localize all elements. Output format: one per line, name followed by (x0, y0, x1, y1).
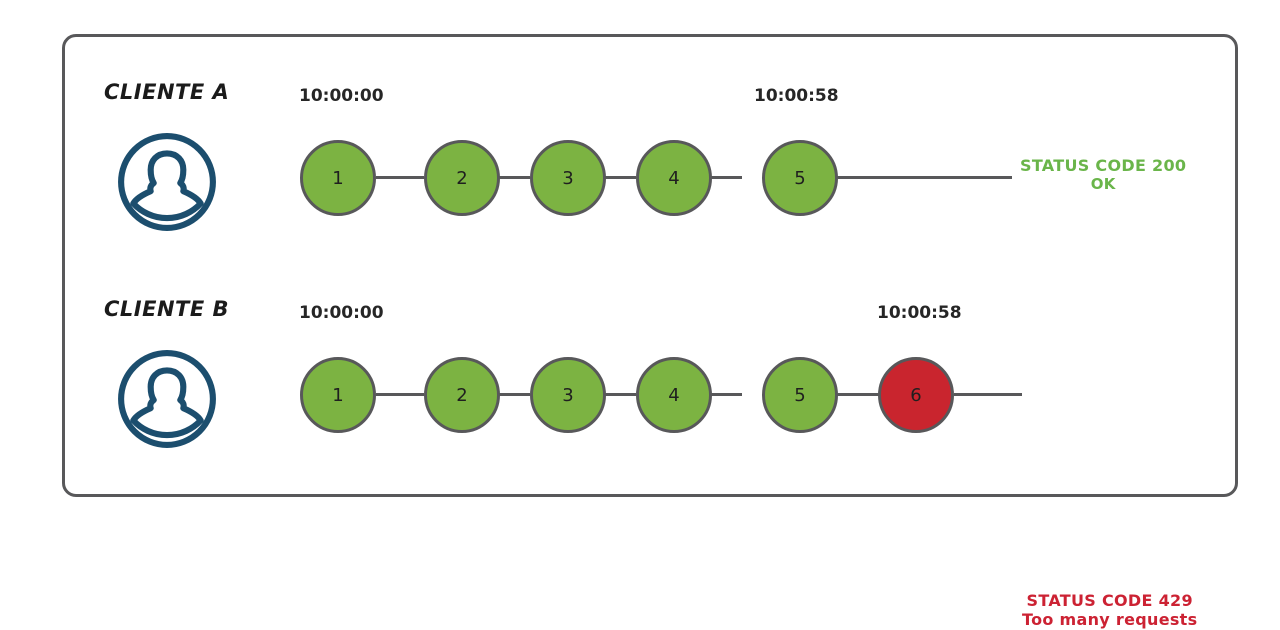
timestamp-end: 10:00:58 (754, 86, 839, 106)
connector-trailing (800, 176, 1012, 179)
status-message-b: STATUS CODE 429 Too many requests (1022, 591, 1198, 630)
connector-3-4 (588, 393, 636, 396)
request-number: 2 (456, 167, 468, 189)
timestamp-start: 10:00:00 (299, 86, 384, 106)
connector-1-2 (376, 176, 424, 179)
request-number: 1 (332, 167, 344, 189)
request-node[interactable]: 4 (636, 357, 712, 433)
status-message-a: STATUS CODE 200 OK (1020, 156, 1187, 194)
request-node[interactable]: 1 (300, 140, 376, 216)
status-code-line: STATUS CODE 429 (1026, 591, 1193, 610)
status-text-line: Too many requests (1022, 609, 1198, 629)
connector-trailing (954, 393, 1022, 396)
request-node[interactable]: 4 (636, 140, 712, 216)
user-avatar-icon (116, 348, 218, 450)
request-number: 5 (794, 167, 806, 189)
connector-5-6 (800, 393, 880, 396)
connector-2-3 (482, 176, 530, 179)
timestamp-start: 10:00:00 (299, 303, 384, 323)
request-node[interactable]: 5 (762, 357, 838, 433)
client-a-label: CLIENTE A (104, 80, 230, 104)
request-node[interactable]: 2 (424, 140, 500, 216)
request-node[interactable]: 1 (300, 357, 376, 433)
diagram-frame (62, 34, 1238, 497)
request-number: 1 (332, 384, 344, 406)
request-number: 4 (668, 167, 680, 189)
status-text-line: OK (1090, 174, 1116, 193)
request-node[interactable]: 3 (530, 140, 606, 216)
request-number: 2 (456, 384, 468, 406)
request-node[interactable]: 2 (424, 357, 500, 433)
diagram-canvas: CLIENTE A 10:00:00 10:00:58 1 2 3 (62, 34, 1238, 629)
request-number: 4 (668, 384, 680, 406)
request-number: 3 (562, 167, 574, 189)
connector-3-4 (588, 176, 636, 179)
request-node[interactable]: 3 (530, 357, 606, 433)
request-node-rejected[interactable]: 6 (878, 357, 954, 433)
connector-4-5 (694, 393, 742, 396)
client-b-label: CLIENTE B (104, 297, 230, 321)
timestamp-end: 10:00:58 (877, 303, 962, 323)
user-avatar-icon (116, 131, 218, 233)
connector-4-5 (694, 176, 742, 179)
request-number: 3 (562, 384, 574, 406)
status-code-line: STATUS CODE 200 (1020, 156, 1187, 175)
connector-2-3 (482, 393, 530, 396)
request-number: 5 (794, 384, 806, 406)
connector-1-2 (376, 393, 424, 396)
request-number: 6 (910, 384, 922, 406)
request-node[interactable]: 5 (762, 140, 838, 216)
